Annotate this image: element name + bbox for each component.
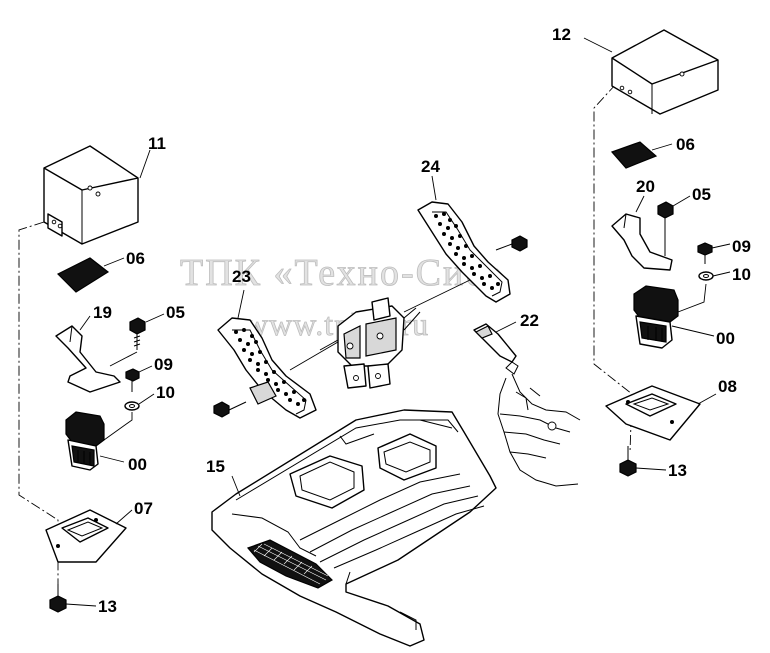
callout-00-right: 00 bbox=[716, 329, 735, 348]
part-05-screw-right bbox=[657, 201, 674, 256]
part-10-washer-left bbox=[124, 401, 140, 411]
part-05-screw-left bbox=[129, 317, 146, 350]
part-00-switch-left bbox=[65, 411, 105, 471]
part-13-bolt-left bbox=[49, 584, 67, 613]
part-09-screw-left bbox=[125, 368, 140, 392]
callout-06-left: 06 bbox=[126, 249, 145, 268]
part-06-pad-left bbox=[56, 257, 110, 293]
callout-07: 07 bbox=[134, 499, 153, 518]
callout-12: 12 bbox=[552, 25, 571, 44]
hand-illustration bbox=[497, 361, 581, 487]
callout-13-left: 13 bbox=[98, 597, 117, 616]
callout-10-left: 10 bbox=[156, 383, 175, 402]
pedal-24-bolt bbox=[495, 235, 528, 252]
callout-11: 11 bbox=[148, 134, 166, 153]
callout-20: 20 bbox=[636, 177, 655, 196]
part-23-pedal bbox=[217, 317, 317, 419]
callout-08: 08 bbox=[718, 377, 737, 396]
part-00-switch-right bbox=[633, 285, 679, 349]
callout-15: 15 bbox=[206, 457, 225, 476]
callout-05-left: 05 bbox=[166, 303, 185, 322]
callout-00-left: 00 bbox=[128, 455, 147, 474]
part-15-floor-platform bbox=[211, 409, 497, 647]
part-24-pedal bbox=[417, 201, 511, 303]
part-06-pad-right bbox=[610, 141, 658, 169]
linkage-line-23 bbox=[289, 341, 339, 371]
pedal-23-grip-pattern bbox=[234, 328, 306, 406]
part-07-plate bbox=[45, 509, 127, 563]
pedal-24-grip-pattern bbox=[434, 212, 500, 290]
brake-valve-block bbox=[319, 297, 421, 389]
part-20-bracket bbox=[611, 213, 673, 271]
callout-24: 24 bbox=[421, 157, 440, 176]
callout-23: 23 bbox=[232, 267, 251, 286]
callout-09-right: 09 bbox=[732, 237, 751, 256]
part-08-plate bbox=[605, 385, 701, 441]
callout-22: 22 bbox=[520, 311, 539, 330]
pedal-23-bolt bbox=[213, 401, 247, 418]
part-19-bracket bbox=[55, 325, 121, 393]
callout-13-right: 13 bbox=[668, 461, 687, 480]
part-09-screw-right bbox=[697, 242, 713, 264]
callout-19: 19 bbox=[93, 303, 112, 322]
callout-05-right: 05 bbox=[692, 185, 711, 204]
part-11-cover bbox=[43, 145, 139, 245]
part-12-cover bbox=[611, 29, 719, 115]
part-10-washer-right bbox=[698, 271, 714, 281]
part-13-bolt-right bbox=[619, 446, 637, 477]
part-22-tool bbox=[473, 323, 517, 363]
callout-06-right: 06 bbox=[676, 135, 695, 154]
linkage-line-24 bbox=[403, 279, 471, 313]
callout-10-right: 10 bbox=[732, 265, 751, 284]
callout-09-left: 09 bbox=[154, 355, 173, 374]
